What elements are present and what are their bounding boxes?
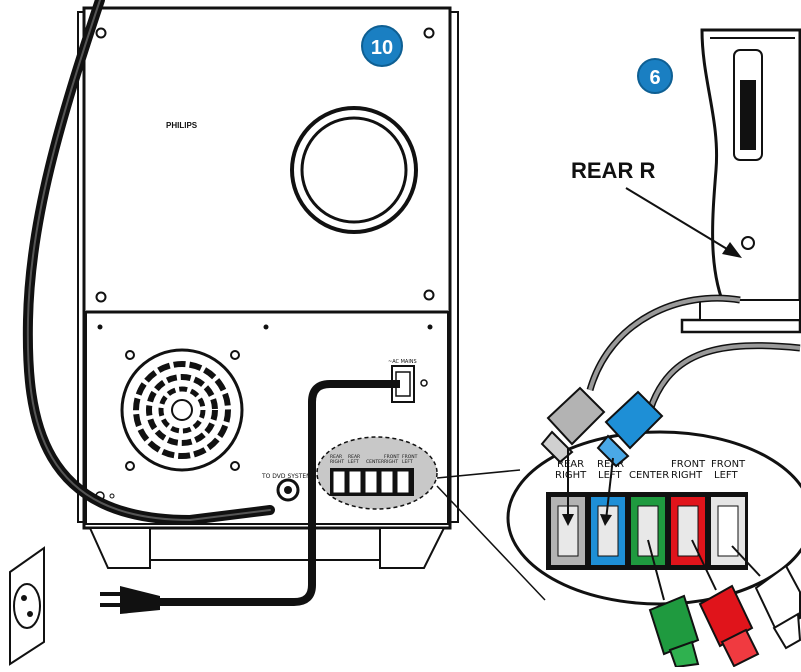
to-dvd-system-label: TO DVD SYSTEM <box>261 473 311 480</box>
speaker-connector-panel: REAR RIGHT REAR LEFT CENTER FRONT RIGHT … <box>330 454 418 496</box>
power-outlet-icon <box>9 546 45 666</box>
power-cable <box>22 0 400 606</box>
svg-text:REAR: REAR <box>557 459 584 470</box>
svg-text:REAR: REAR <box>597 459 624 470</box>
zoom-connector-panel: REAR RIGHT REAR LEFT CENTER FRONT RIGHT … <box>546 459 748 570</box>
svg-text:REAR: REAR <box>330 454 342 460</box>
arrow-icon <box>625 187 742 258</box>
fan-grille-icon <box>120 348 244 472</box>
plug-front-left <box>731 545 801 650</box>
svg-text:RIGHT: RIGHT <box>384 459 398 465</box>
svg-text:FRONT: FRONT <box>671 459 706 470</box>
rear-right-speaker <box>680 28 801 334</box>
ac-mains-label: ~AC MAINS <box>388 359 417 365</box>
power-plug-icon <box>100 586 160 614</box>
svg-text:REAR: REAR <box>348 454 360 460</box>
svg-text:10: 10 <box>371 37 393 59</box>
rear-r-label: REAR R <box>571 158 655 183</box>
svg-text:FRONT: FRONT <box>402 454 418 460</box>
svg-text:CENTER: CENTER <box>629 470 669 481</box>
svg-text:FRONT: FRONT <box>711 459 746 470</box>
subwoofer: PHILIPS ~AC MAINS TO DVD SYSTEM REAR RIG… <box>77 6 459 569</box>
svg-text:LEFT: LEFT <box>714 470 738 481</box>
svg-text:FRONT: FRONT <box>384 454 400 460</box>
plug-rear-left <box>596 390 664 526</box>
svg-text:6: 6 <box>649 67 660 89</box>
speaker-port-icon <box>290 106 418 234</box>
svg-text:LEFT: LEFT <box>348 459 359 465</box>
badge-speaker: 6 <box>637 58 673 94</box>
svg-text:LEFT: LEFT <box>402 459 413 465</box>
speaker-wires <box>586 294 801 412</box>
plug-rear-right <box>540 386 606 526</box>
svg-text:RIGHT: RIGHT <box>671 470 703 481</box>
svg-text:CENTER: CENTER <box>366 459 384 465</box>
brand-logo: PHILIPS <box>166 121 198 130</box>
badge-subwoofer: 10 <box>361 25 403 67</box>
ac-mains-socket: ~AC MAINS <box>388 359 428 403</box>
plug-center <box>647 539 700 669</box>
plug-front-right <box>691 539 760 668</box>
svg-text:RIGHT: RIGHT <box>555 470 587 481</box>
svg-text:RIGHT: RIGHT <box>330 459 344 465</box>
